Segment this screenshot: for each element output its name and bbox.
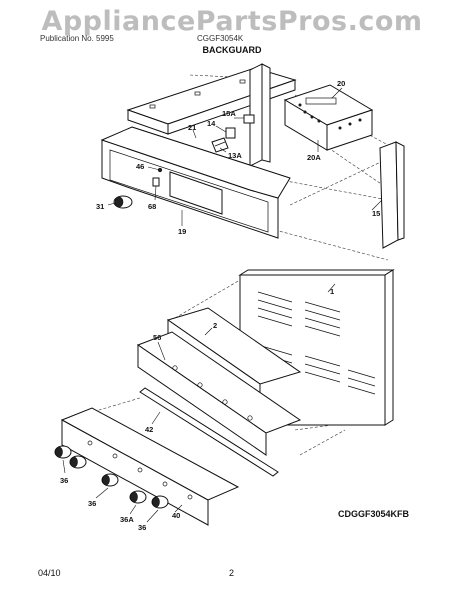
rear-panel-vents <box>257 291 376 395</box>
knob-5 <box>151 495 169 509</box>
watermark: AppliancePartsPros.com <box>41 6 423 37</box>
part-31-knob <box>113 195 133 209</box>
model-header: CGGF3054K <box>197 34 244 43</box>
part-bracket-upper <box>249 63 271 167</box>
knob-2 <box>69 455 87 469</box>
part-20-control-board <box>283 84 374 151</box>
knob-1 <box>54 445 72 459</box>
callout-20a: 20A <box>307 153 321 162</box>
footer-date: 04/10 <box>38 568 61 578</box>
callout-36a: 36A <box>120 515 134 524</box>
part-40-knob-panel <box>60 407 240 526</box>
callout-42: 42 <box>145 425 153 434</box>
knob-3 <box>101 473 119 487</box>
publication-number: Publication No. 5995 <box>40 34 114 43</box>
callout-36-2: 36 <box>88 499 96 508</box>
callout-19: 19 <box>178 227 186 236</box>
part-42-trim-strip <box>139 387 279 477</box>
model-code: CDGGF3054KFB <box>338 509 410 519</box>
part-13a-connector <box>211 137 229 153</box>
part-36-knobs <box>54 445 169 509</box>
callout-21: 21 <box>188 123 196 132</box>
part-46-screw <box>147 166 163 173</box>
part-68-clip <box>152 177 160 187</box>
callout-56: 56 <box>153 333 161 342</box>
callout-2: 2 <box>213 321 217 330</box>
part-19-control-panel <box>100 126 291 239</box>
callout-13a: 13A <box>228 151 242 160</box>
part-15-side-bracket <box>379 141 405 249</box>
callout-31: 31 <box>96 202 104 211</box>
callout-15: 15 <box>372 209 380 218</box>
part-15a-switch <box>243 114 255 124</box>
callout-15a: 15A <box>222 109 236 118</box>
part-14-component <box>225 127 236 139</box>
knob-4 <box>129 490 147 504</box>
leader-lines <box>62 87 383 523</box>
callout-68: 68 <box>148 202 156 211</box>
footer-page-number: 2 <box>229 568 235 578</box>
section-title: BACKGUARD <box>202 45 262 55</box>
callout-36-3: 36 <box>138 523 146 532</box>
callout-36-1: 36 <box>60 476 68 485</box>
part-1-rear-panel <box>238 269 395 426</box>
callout-46: 46 <box>136 162 144 171</box>
callout-40: 40 <box>172 511 180 520</box>
callout-labels: 20 15A 14 21 13A 20A 46 31 68 19 15 1 2 … <box>60 79 380 532</box>
callout-14: 14 <box>207 119 216 128</box>
part-56-manifold-panel <box>136 331 302 456</box>
callout-1: 1 <box>330 287 334 296</box>
callout-20: 20 <box>337 79 345 88</box>
